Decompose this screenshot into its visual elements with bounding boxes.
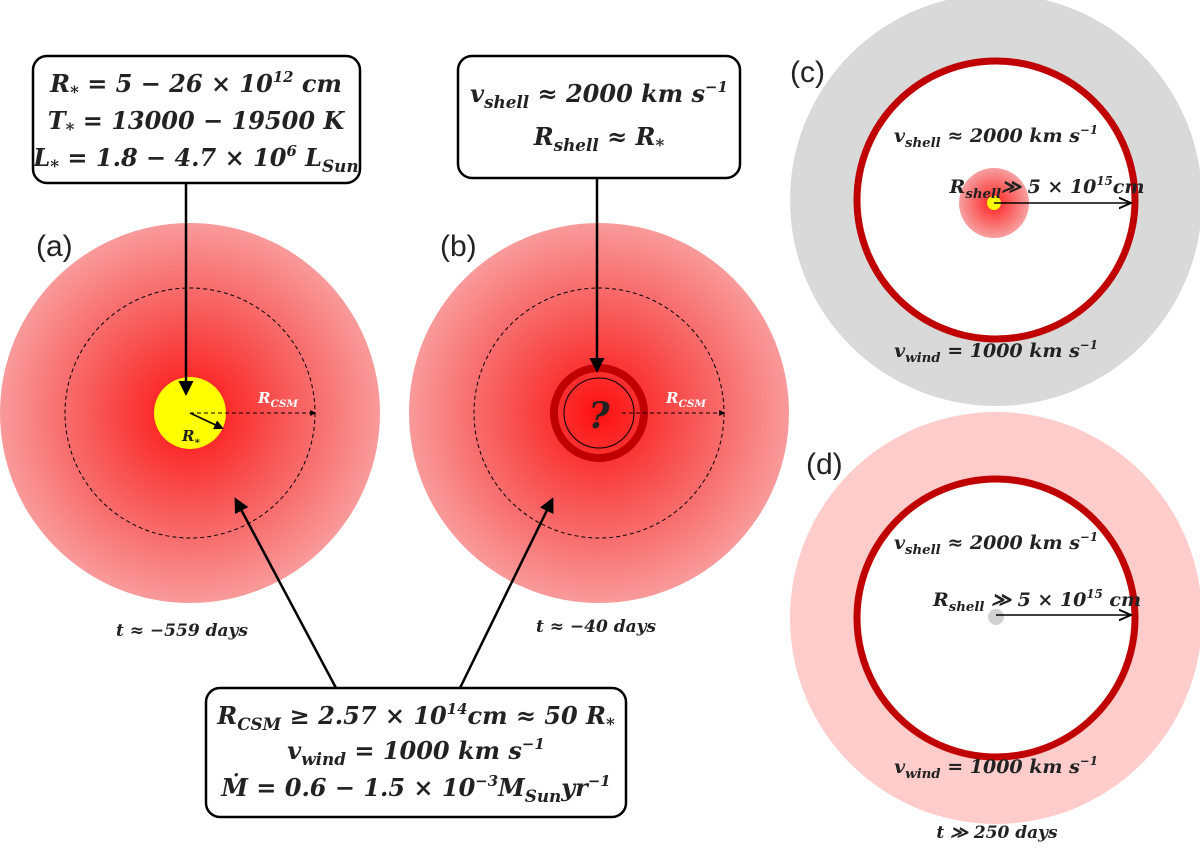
panel-d-label: (d) [806, 448, 843, 481]
time-label-a: t ≈ −559 days [116, 621, 248, 641]
csm-massloss-text: Ṁ = 0.6 − 1.5 × 10−3MSunyr−1 [220, 772, 610, 806]
csm-pointer-b [458, 497, 554, 689]
csm-pointer-a [234, 497, 338, 689]
star-radius-text: R* = 5 − 26 × 1012 cm [49, 68, 342, 102]
panel-b-label: (b) [440, 230, 477, 263]
star-temperature-text: T* = 13000 − 19500 K [48, 106, 346, 139]
wind-velocity-label-c: vwind = 1000 km s−1 [894, 338, 1098, 366]
time-label-b: t ≈ −40 days [536, 617, 657, 637]
csm-radius-label-a: RCSM [257, 389, 298, 410]
csm-wind-text: vwind = 1000 km s−1 [287, 735, 544, 769]
shell-velocity-label-c: vshell ≈ 2000 km s−1 [894, 123, 1098, 151]
shell-radius-label-c: Rshell≫ 5 × 1015cm [949, 174, 1145, 202]
panel-b: (b) ? RCSM t ≈ −40 days [409, 223, 789, 637]
panel-c-label: (c) [790, 56, 825, 89]
shell-radius-label-d: Rshell ≫ 5 × 1015 cm [932, 587, 1141, 615]
shell-radius-text: Rshell ≈ R* [533, 122, 665, 155]
panel-a-label: (a) [36, 230, 73, 263]
csm-cloud-b [409, 223, 789, 603]
csm-parameters-box: RCSM ≥ 2.57 × 1014cm ≈ 50 R* vwind = 100… [204, 497, 628, 819]
shell-box-frame [456, 54, 742, 180]
csm-box-frame [204, 686, 628, 819]
star-parameters-box: R* = 5 − 26 × 1012 cm T* = 13000 − 19500… [31, 54, 362, 396]
panel-c: (c) vshell ≈ 2000 km s−1 Rshell≫ 5 × 101… [790, 0, 1200, 406]
csm-radius-label-b: RCSM [665, 389, 706, 410]
star-remnant-d [988, 609, 1004, 625]
time-label-d: t ≫ 250 days [936, 823, 1058, 843]
star-radius-arrow [189, 412, 224, 430]
star-radius-label: R* [181, 427, 200, 449]
star-luminosity-text: L* = 1.8 − 4.7 × 106 LSun [32, 142, 358, 176]
star-box-frame [31, 54, 362, 185]
shell-velocity-label-d: vshell ≈ 2000 km s−1 [894, 530, 1098, 558]
unknown-marker: ? [588, 395, 610, 437]
shell-velocity-text: vshell ≈ 2000 km s−1 [470, 78, 728, 112]
wind-velocity-label-d: vwind = 1000 km s−1 [894, 754, 1098, 782]
shell-parameters-box: vshell ≈ 2000 km s−1 Rshell ≈ R* [456, 54, 742, 373]
panel-a: (a) R* RCSM t ≈ −559 days [0, 223, 380, 641]
csm-radius-text: RCSM ≥ 2.57 × 1014cm ≈ 50 R* [216, 700, 615, 734]
inner-circle-b [563, 377, 635, 449]
panel-d: (d) vshell ≈ 2000 km s−1 Rshell ≫ 5 × 10… [790, 412, 1200, 843]
